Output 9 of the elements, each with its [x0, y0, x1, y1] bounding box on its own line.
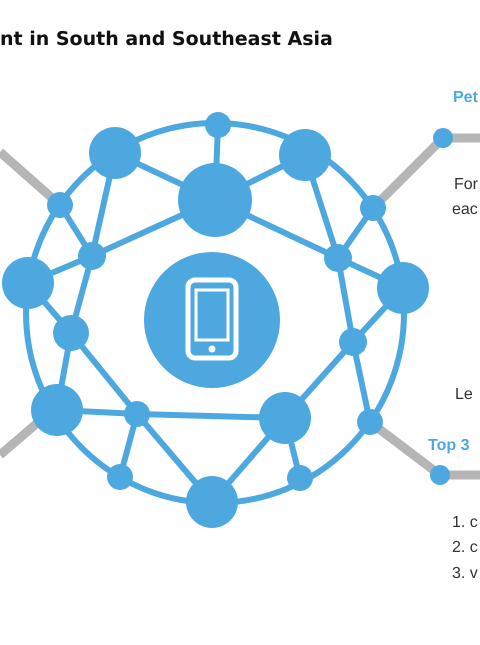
body-text: 1. c	[452, 515, 478, 531]
body-text: For	[454, 177, 478, 193]
body-text: 2. c	[452, 540, 478, 556]
body-text: Le	[455, 387, 473, 403]
section-heading: Pet	[453, 90, 478, 106]
title: nt in South and Southeast Asia	[0, 30, 333, 49]
body-text: eac	[452, 202, 478, 218]
body-text: 3. v	[452, 566, 478, 582]
section-heading: Top 3	[428, 438, 470, 454]
